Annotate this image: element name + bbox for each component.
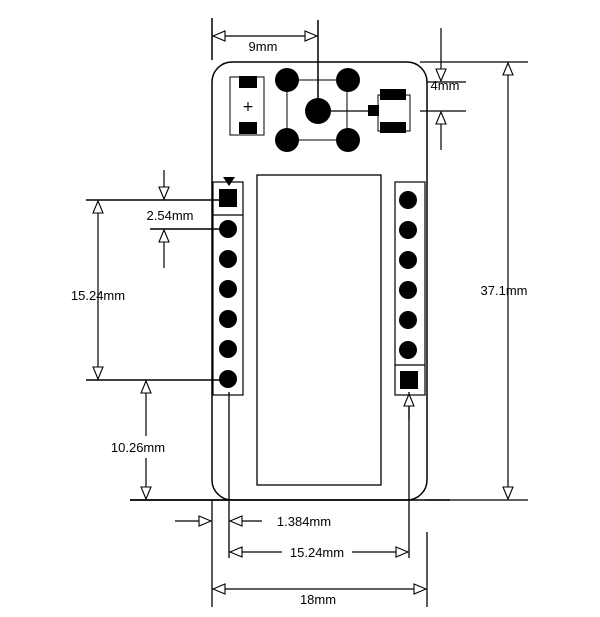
dim-label-bottom-offset: 10.26mm xyxy=(111,440,165,455)
dim-label-switch-height: 4mm xyxy=(431,78,460,93)
right-header-pin xyxy=(399,221,417,239)
right-pin-header xyxy=(394,181,426,396)
dim-switch-height: 4mm xyxy=(420,28,466,150)
right-header-pin1-square xyxy=(400,371,418,389)
tactile-switch xyxy=(275,68,360,152)
dim-edge-offset: 1.384mm xyxy=(175,500,331,607)
right-header-pin xyxy=(399,191,417,209)
dim-top-width: 9mm xyxy=(211,18,319,111)
polarity-pad-bottom xyxy=(239,122,257,134)
polarity-pad-top xyxy=(239,76,257,88)
left-header-pin1-marker xyxy=(223,177,235,186)
dim-pin-pitch: 2.54mm xyxy=(86,170,228,268)
left-header-pin xyxy=(219,250,237,268)
left-header-pin xyxy=(219,340,237,358)
display-window xyxy=(256,174,382,486)
switch-pad xyxy=(336,128,360,152)
left-pin-header xyxy=(212,177,244,396)
dim-overall-width: 18mm xyxy=(213,532,428,607)
right-header-pin xyxy=(399,341,417,359)
dim-header-span: 15.24mm xyxy=(71,201,228,381)
left-header-pin1-square xyxy=(219,189,237,207)
dim-label-header-span: 15.24mm xyxy=(71,288,125,303)
right-header-pin xyxy=(399,251,417,269)
dim-label-edge-offset: 1.384mm xyxy=(277,514,331,529)
dim-label-overall-height: 37.1mm xyxy=(481,283,528,298)
left-header-pin xyxy=(219,310,237,328)
dim-label-top-width: 9mm xyxy=(249,39,278,54)
dim-overall-height: 37.1mm xyxy=(420,61,528,501)
left-header-pin xyxy=(219,280,237,298)
switch-body-outline xyxy=(286,79,348,141)
dim-label-header-spacing: 15.24mm xyxy=(290,545,344,560)
left-header-pin xyxy=(219,370,237,388)
switch-pad xyxy=(336,68,360,92)
switch-pad xyxy=(275,68,299,92)
dim-label-pin-pitch: 2.54mm xyxy=(147,208,194,223)
switch-pad xyxy=(275,128,299,152)
polarity-connector: + xyxy=(229,76,265,136)
plus-symbol: + xyxy=(242,99,254,115)
right-header-pin xyxy=(399,281,417,299)
slide-switch-pad-top xyxy=(380,89,406,100)
dim-header-spacing: 15.24mm xyxy=(230,392,410,560)
label-background xyxy=(282,544,352,560)
slide-switch-pad-bottom xyxy=(380,122,406,133)
dim-label-overall-width: 18mm xyxy=(300,592,336,607)
dim-bottom-offset: 10.26mm xyxy=(111,381,228,501)
right-header-pin xyxy=(399,311,417,329)
